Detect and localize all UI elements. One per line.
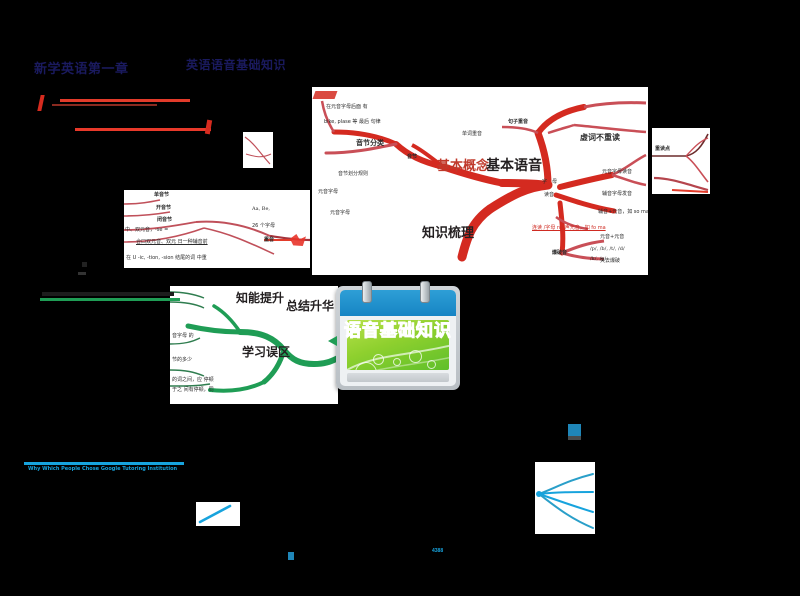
page-title-right: 英语语音基础知识 [186, 58, 287, 72]
calendar-graphic: 语音基础知识 [336, 281, 460, 390]
green-node-ability-boost: 知能提升 [236, 291, 285, 305]
calendar-ring-left [362, 281, 372, 303]
bubble-3 [393, 358, 401, 366]
note-consonant-plus-vowel: 辅音+元音，如 so ma [598, 209, 648, 215]
branch-plosive: 爆破音 [552, 250, 568, 256]
page-title-left: 新学英语第一章 [34, 62, 129, 77]
node-basic-concept: 基本概念 [437, 159, 490, 174]
node-knowledge-outline: 知识梳理 [422, 226, 475, 241]
branch-word-stress: 单词重音 [462, 131, 483, 137]
calendar-footer [347, 373, 449, 382]
green-connector-line [40, 298, 180, 301]
pink-note-suffix: 在 U -ic, -tion, -sion 结尾的词 中重 [126, 255, 207, 261]
note-ipa-1: /p/, /b/, /t/, /d/ [590, 246, 625, 252]
bubble-4 [409, 350, 422, 363]
pink-note-stress: 重音 [264, 237, 275, 243]
pink-note-26-letters: 26 个字母 [252, 223, 275, 229]
pink-node-monosyllable: 单音节 [154, 192, 170, 198]
pink-branch-sketch [244, 136, 272, 165]
branch-pronunciation: 读音 [544, 192, 555, 198]
node-basic-phonetics: 基本语音 [486, 158, 542, 174]
right-fragment-branches [652, 133, 709, 193]
calendar-title: 语音基础知识 [344, 321, 452, 342]
decor-red-scribble [312, 91, 338, 99]
pink-mindmap-branches [124, 199, 310, 255]
note-linking: 连读 /字母 ne 声元音，如 fo ma [532, 225, 606, 231]
green-note-pause-2: 于之 间有停顿，同 [172, 387, 214, 393]
blue-marker-square [568, 424, 581, 436]
pink-note-diphthong: 中、双元音，-se = [125, 227, 169, 233]
green-note-syllable-count: 节的多少 [172, 357, 193, 363]
cyan-underline [24, 462, 184, 465]
branch-syllable: 音节 [407, 154, 418, 160]
decor-dot-1 [82, 262, 87, 267]
green-note-pause-1: 的词之间，应 停顿 [172, 377, 214, 383]
panel-cyan-mindmap [535, 462, 595, 534]
green-node-summary: 总结升华 [286, 299, 335, 313]
branch-vowel-letters: 元音字母 [318, 189, 339, 195]
green-note-vowel-letter: 音字母 的 [172, 333, 194, 339]
branch-consonant-letter-sound: 辅音字母发音 [602, 191, 633, 197]
calendar-swoosh [347, 344, 449, 370]
calendar-inner: 语音基础知识 [340, 290, 456, 386]
note-vowel-plus-vowel: 元音+元音 [600, 234, 625, 240]
branch-function-word-unstressed: 虚词不重读 [580, 133, 620, 142]
pink-note-letters-aabe: Aa, Be, [252, 206, 270, 212]
branch-vowel-letter-reading: 元音字母读音 [602, 169, 633, 175]
decor-red-mark [204, 119, 213, 135]
branch-syllable-rules: 音节划分规则 [338, 171, 369, 177]
decor-red-underline-2 [52, 104, 157, 106]
cyan-caption: Why Which People Chose Google Tutoring I… [28, 466, 178, 472]
note-after-vowel: 在元音字母后面 有 [326, 104, 368, 110]
branch-letter: 字母 [542, 179, 563, 185]
pink-node-closed-syllable: 闭音节 [157, 217, 173, 223]
panel-cyan-stroke [196, 502, 240, 526]
decor-red-underline-1 [60, 99, 190, 102]
branch-vowel-letters-2: 元音字母 [330, 210, 351, 216]
pink-node-open-syllable: 开音节 [156, 205, 172, 211]
branch-loss-of-plosion: 失去爆破 [600, 258, 621, 264]
panel-right-fragment: 重读点 [652, 128, 710, 194]
cyan-speck-2: 4388 [432, 548, 444, 554]
green-arrow-icon [328, 336, 337, 346]
decor-dark-strip [42, 292, 174, 296]
main-mindmap-branches [320, 100, 647, 262]
branch-syllable-classification: 音节分类 [356, 139, 384, 147]
right-fragment-label: 重读点 [655, 146, 671, 152]
calendar-page [347, 320, 449, 370]
grey-marker-shadow [568, 436, 581, 440]
green-mindmap-branches [170, 291, 338, 393]
note-bike-plase: bike, plase 等 最后 句律 [324, 119, 381, 125]
cyan-speck-1 [288, 552, 294, 560]
panel-main-mindmap: 基本概念 基本语音 知识梳理 音节分类 音节划分规则 音节 元音字母 元音字母 … [312, 87, 648, 275]
decor-red-tick [37, 95, 45, 111]
pink-note-rounded: 合口双元音、双元 日一种辅音前 [136, 239, 208, 245]
panel-pink-mindmap: 单音节 开音节 闭音节 Aa, Be, 26 个字母 重音 中、双元音，-se … [124, 190, 310, 268]
note-ipa-2: /k/, /g/ [590, 256, 607, 262]
branch-sentence-stress: 句子重音 [508, 119, 529, 125]
panel-green-mindmap: 知能提升 总结升华 学习误区 音字母 的 节的多少 的词之间，应 停顿 于之 间… [170, 286, 338, 404]
decor-red-underline-3 [75, 128, 211, 131]
panel-fragment-topright [243, 132, 273, 168]
decor-dot-2 [78, 272, 86, 275]
calendar-header-bar [340, 290, 456, 316]
green-node-misconceptions: 学习误区 [242, 345, 291, 359]
cyan-diagonal-sketch [198, 504, 232, 524]
bubble-5 [427, 360, 436, 369]
cyan-mindmap-branches [536, 473, 594, 529]
calendar-ring-right [420, 281, 430, 303]
